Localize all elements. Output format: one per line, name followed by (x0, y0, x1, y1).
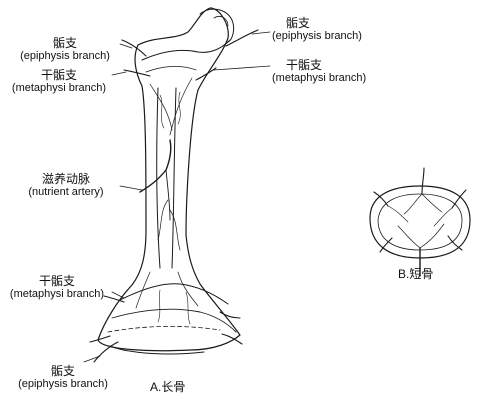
label-metaphysis-branch-top-left: 干骺支 (metaphysi branch) (4, 68, 114, 95)
label-en: (metaphysi branch) (9, 288, 105, 300)
label-en: (metaphysi branch) (11, 82, 107, 94)
label-zh: 骺支 (52, 36, 77, 50)
label-en: (epiphysis branch) (272, 30, 362, 42)
label-zh: 干骺支 (38, 274, 75, 288)
label-epiphysis-branch-top-right: 骺支 (epiphysis branch) (272, 16, 362, 43)
nutrient-artery-vessel (139, 139, 172, 193)
label-zh: 骺支 (286, 16, 311, 30)
short-bone-outline (369, 185, 471, 259)
label-epiphysis-branch-bottom-left: 骺支 (epiphysis branch) (8, 364, 118, 391)
caption-long-bone: A.长骨 (150, 380, 186, 394)
long-bone-outline (97, 7, 241, 352)
label-en: (epiphysis branch) (18, 378, 108, 390)
label-en: (nutrient artery) (28, 186, 104, 198)
label-metaphysis-branch-top-right: 干骺支 (metaphysi branch) (272, 58, 366, 85)
label-en: (metaphysi branch) (272, 72, 367, 84)
label-zh: 骺支 (50, 364, 75, 378)
label-epiphysis-branch-top-left: 骺支 (epiphysis branch) (10, 36, 120, 63)
label-metaphysis-branch-bottom-left: 干骺支 (metaphysi branch) (2, 274, 112, 301)
label-zh: 干骺支 (286, 58, 323, 72)
label-zh: 滋养动脉 (41, 172, 90, 186)
caption-short-bone: B.短骨 (398, 267, 434, 281)
label-zh: 干骺支 (40, 68, 77, 82)
label-nutrient-artery: 滋养动脉 (nutrient artery) (14, 172, 118, 199)
label-en: (epiphysis branch) (20, 50, 110, 62)
